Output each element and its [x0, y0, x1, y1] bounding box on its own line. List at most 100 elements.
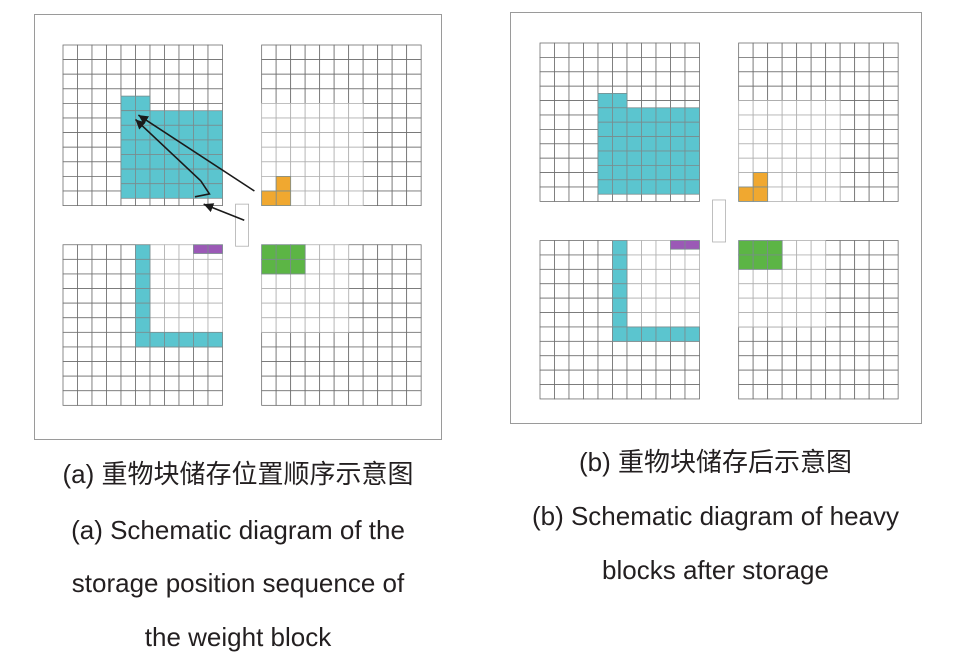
grid-cell [554, 100, 570, 116]
cyan-heavy-block-top-left-cell [597, 164, 613, 181]
cyan-heavy-block-bottom-left-cell [135, 331, 151, 348]
grid-cell [261, 44, 277, 61]
grid-cell [825, 297, 841, 313]
grid-cell [120, 44, 136, 61]
grid-cell [178, 375, 194, 392]
purple-block-cell [684, 240, 700, 250]
grid-cell [868, 114, 885, 130]
grid-cell [178, 317, 194, 333]
grid-cell [655, 240, 671, 256]
grid-cell [106, 302, 122, 319]
grid-cell [583, 254, 599, 270]
grid-cell [738, 297, 754, 313]
purple-block [193, 244, 223, 254]
grid-cell [406, 59, 422, 75]
grid-cell [796, 312, 812, 328]
orange-block-cell [738, 186, 754, 202]
grid-cell [655, 42, 671, 58]
orange-block [261, 175, 292, 207]
cyan-heavy-block-top-left-cell [135, 139, 151, 155]
grid-cell [539, 326, 555, 342]
grid-cell [641, 57, 657, 73]
grid-cell [767, 143, 783, 159]
grid-cell [333, 73, 350, 90]
grid-cell [839, 100, 856, 116]
cyan-heavy-block-top-left-cell [612, 150, 628, 166]
grid-cell [839, 254, 856, 270]
grid-cell [164, 44, 180, 61]
grid-cell [77, 117, 93, 134]
orange-block-cell [752, 186, 769, 202]
grid-cell [539, 240, 555, 256]
grid-cell [684, 297, 700, 313]
grid-cell [568, 254, 584, 270]
grid-cell [883, 143, 899, 159]
green-block-cell [752, 254, 769, 270]
grid-cell [854, 283, 870, 299]
grid-cell [868, 340, 885, 357]
cyan-heavy-block-top-left-cell [612, 136, 628, 152]
grid-cell [583, 384, 599, 400]
grid-cell [539, 172, 555, 188]
cyan-heavy-block-top-left-cell [164, 139, 180, 155]
grid-cell [796, 369, 812, 385]
grid-cell [348, 190, 364, 207]
grid-cell [810, 157, 827, 173]
grid-cell [810, 283, 827, 299]
grid-cell [883, 340, 899, 357]
grid-cell [583, 100, 599, 116]
grid-cell [810, 114, 827, 130]
cyan-heavy-block-bottom-left [612, 240, 700, 342]
grid-cell [539, 384, 555, 400]
cyan-heavy-block-top-left-cell [641, 121, 657, 137]
grid-cell [91, 361, 107, 377]
grid-cell [684, 283, 700, 299]
grid-cell [275, 103, 292, 119]
grid-cell [304, 361, 321, 377]
cyan-heavy-block-top-left-cell [164, 154, 180, 170]
grid-cell [796, 384, 812, 400]
grid-cell [275, 59, 292, 75]
grid-cell [539, 42, 555, 58]
grid-cell [207, 317, 223, 333]
grid-cell [539, 355, 555, 371]
grid-cell [796, 340, 812, 357]
grid-cell [612, 71, 628, 87]
grid-cell [883, 355, 899, 371]
grid-cell [91, 175, 107, 192]
grid-cell [77, 132, 93, 148]
grid-cell [854, 57, 870, 73]
grid-cell [883, 114, 899, 130]
grid-cell [641, 340, 657, 357]
cyan-heavy-block-bottom-left-cell [135, 317, 151, 333]
grid-cell [568, 268, 584, 285]
grid-cell [304, 146, 321, 163]
grid-cell [333, 258, 350, 275]
cyan-heavy-block-top-left-cell [178, 110, 194, 126]
cyan-heavy-block-top-left-cell [164, 183, 180, 199]
green-block-cell [275, 258, 292, 275]
grid-cell [149, 59, 165, 75]
cyan-heavy-block-top-left-cell [670, 107, 686, 123]
grid-cell [597, 326, 613, 342]
cyan-heavy-block-top-left-cell [612, 93, 628, 109]
grid-cell [377, 375, 393, 392]
grid-cell [854, 369, 870, 385]
grid-cell [839, 326, 856, 342]
grid-cell [554, 57, 570, 73]
grid-cell [825, 129, 841, 145]
grid-cell [738, 369, 754, 385]
grid-cell [810, 42, 827, 58]
grid-cell [568, 57, 584, 73]
grid-cell [106, 190, 122, 207]
grid-cell [120, 375, 136, 392]
grid-cell [164, 375, 180, 392]
grid-cell [796, 71, 812, 87]
grid-cell [767, 312, 783, 328]
grid-cell [868, 157, 885, 173]
grid-cell [612, 384, 628, 400]
grid-cell [583, 129, 599, 145]
cyan-heavy-block-top-left-cell [597, 107, 613, 123]
grid-cell [333, 375, 350, 392]
grid-cell [796, 283, 812, 299]
